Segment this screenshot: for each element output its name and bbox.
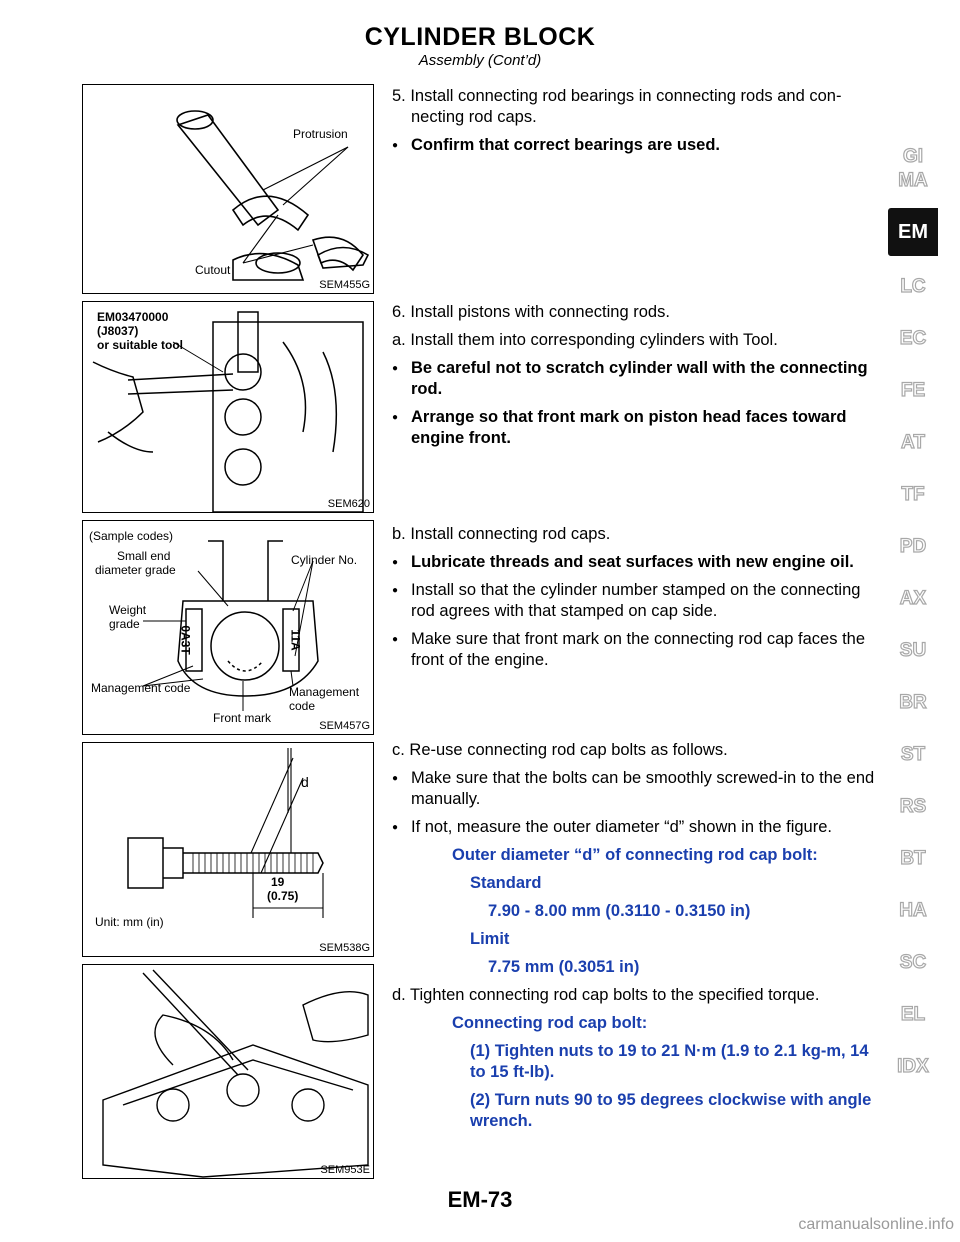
tightening-illustration bbox=[102, 969, 369, 1178]
tab-su[interactable]: SU bbox=[899, 639, 927, 661]
label-length-in: (0.75) bbox=[267, 889, 299, 903]
figure-bolt: d 19 (0.75) Unit: mm (in) SEM538G bbox=[82, 742, 374, 957]
bolt-illustration bbox=[127, 748, 324, 918]
step-5-text: 5. Install connecting rod bearings in co… bbox=[392, 87, 842, 126]
figure-piston-install: EM03470000 (J8037) or suitable tool SEM6… bbox=[82, 301, 374, 513]
tab-sc[interactable]: SC bbox=[899, 951, 927, 973]
page-subtitle: Assembly (Cont’d) bbox=[418, 52, 542, 69]
figure-code: SEM620 bbox=[327, 498, 370, 510]
tab-at[interactable]: AT bbox=[900, 431, 925, 453]
tab-lc[interactable]: LC bbox=[900, 275, 927, 297]
page-header: CYLINDER BLOCK Assembly (Cont’d) bbox=[0, 22, 960, 70]
label-stamp-left: 0A3T bbox=[178, 625, 193, 655]
figure-tighten-bolts: SEM953E bbox=[82, 964, 374, 1179]
step-c-block: c. Re-use connecting rod cap bolts as fo… bbox=[392, 740, 882, 1139]
tab-fe[interactable]: FE bbox=[900, 379, 926, 401]
label-weight-2: grade bbox=[109, 617, 140, 631]
label-management-left: Management code bbox=[91, 681, 191, 695]
figure-code: SEM953E bbox=[320, 1164, 370, 1176]
spec-cap-bolt-title: Connecting rod cap bolt: bbox=[452, 1014, 648, 1032]
tab-ha[interactable]: HA bbox=[899, 899, 928, 921]
step-c-bullet-1: Make sure that the bolts can be smoothly… bbox=[392, 768, 882, 810]
step-b-bullet-3: Make sure that front mark on the connect… bbox=[392, 629, 882, 671]
step-5-block: 5. Install connecting rod bearings in co… bbox=[392, 86, 882, 163]
label-small-end-2: diameter grade bbox=[95, 563, 176, 577]
label-cutout: Cutout bbox=[195, 263, 231, 277]
tab-idx[interactable]: IDX bbox=[897, 1055, 930, 1077]
figure-code: SEM457G bbox=[319, 720, 370, 732]
tab-rs[interactable]: RS bbox=[899, 795, 927, 817]
step-6a-bullet-2: Arrange so that front mark on piston hea… bbox=[392, 407, 882, 449]
figure-code: SEM455G bbox=[319, 279, 370, 291]
spec-tighten-step-2: (2) Turn nuts 90 to 95 degrees clockwise… bbox=[470, 1091, 872, 1130]
piston-tool-illustration bbox=[92, 311, 364, 513]
page-number: EM-73 bbox=[447, 1187, 513, 1212]
step-b-text: b. Install connecting rod caps. bbox=[392, 525, 611, 543]
tab-em[interactable]: EM bbox=[888, 208, 938, 256]
label-protrusion: Protrusion bbox=[293, 127, 348, 141]
step-6a-text: a. Install them into corresponding cylin… bbox=[392, 331, 778, 349]
figure-bearings: Protrusion Cutout SEM455G bbox=[82, 84, 374, 294]
label-front-mark: Front mark bbox=[213, 711, 272, 725]
watermark: carmanualsonline.info bbox=[798, 1216, 954, 1233]
tab-ec[interactable]: EC bbox=[899, 327, 927, 349]
label-unit: Unit: mm (in) bbox=[95, 915, 164, 929]
rod-cap-codes-illustration bbox=[142, 540, 319, 711]
label-tool-alt: (J8037) bbox=[97, 324, 139, 338]
label-tool-suitable: or suitable tool bbox=[97, 338, 184, 352]
tab-st[interactable]: ST bbox=[900, 743, 926, 765]
tab-el[interactable]: EL bbox=[900, 1003, 926, 1025]
tab-ma[interactable]: MA bbox=[898, 169, 929, 191]
step-5-bullet-1: Confirm that correct bearings are used. bbox=[392, 135, 882, 156]
step-b-bullet-2: Install so that the cylinder number stam… bbox=[392, 580, 882, 622]
step-c-text: c. Re-use connecting rod cap bolts as fo… bbox=[392, 741, 728, 759]
label-management-right-2: code bbox=[289, 699, 316, 713]
spec-tighten-step-1: (1) Tighten nuts to 19 to 21 N·m (1.9 to… bbox=[470, 1042, 869, 1081]
tab-bt[interactable]: BT bbox=[900, 847, 927, 869]
page-title: CYLINDER BLOCK bbox=[364, 23, 596, 51]
figure-sample-codes: (Sample codes) Small end diameter grade … bbox=[82, 520, 374, 735]
label-small-end-1: Small end bbox=[117, 549, 171, 563]
tab-pd[interactable]: PD bbox=[899, 535, 927, 557]
step-6a-bullet-1: Be careful not to scratch cylinder wall … bbox=[392, 358, 882, 400]
bearing-illustration bbox=[176, 110, 370, 281]
tab-tf[interactable]: TF bbox=[901, 483, 925, 505]
tab-ax[interactable]: AX bbox=[899, 587, 927, 609]
label-cylinder-no: Cylinder No. bbox=[291, 553, 358, 567]
figure-code: SEM538G bbox=[319, 942, 370, 954]
label-stamp-right: 11A bbox=[288, 629, 303, 651]
tab-gi[interactable]: GI bbox=[902, 145, 924, 167]
step-6-text: 6. Install pistons with connecting rods. bbox=[392, 303, 670, 321]
tab-br[interactable]: BR bbox=[899, 691, 928, 713]
label-weight-1: Weight bbox=[109, 603, 147, 617]
spec-standard-value: 7.90 - 8.00 mm (0.3110 - 0.3150 in) bbox=[488, 902, 751, 920]
label-d: d bbox=[301, 774, 309, 790]
step-b-bullet-1: Lubricate threads and seat surfaces with… bbox=[392, 552, 882, 573]
spec-limit-value: 7.75 mm (0.3051 in) bbox=[488, 958, 640, 976]
step-b-block: b. Install connecting rod caps. Lubricat… bbox=[392, 524, 882, 678]
step-d-text: d. Tighten connecting rod cap bolts to t… bbox=[392, 986, 820, 1004]
step-c-bullet-2: If not, measure the outer diameter “d” s… bbox=[392, 817, 882, 838]
label-tool-number: EM03470000 bbox=[97, 310, 169, 324]
step-6-block: 6. Install pistons with connecting rods.… bbox=[392, 302, 882, 456]
spec-limit-label: Limit bbox=[470, 930, 510, 948]
spec-standard-label: Standard bbox=[470, 874, 542, 892]
label-sample-codes: (Sample codes) bbox=[89, 529, 174, 543]
label-management-right-1: Management bbox=[289, 685, 360, 699]
spec-outer-diameter-title: Outer diameter “d” of connecting rod cap… bbox=[452, 846, 818, 864]
label-length-mm: 19 bbox=[271, 875, 285, 889]
